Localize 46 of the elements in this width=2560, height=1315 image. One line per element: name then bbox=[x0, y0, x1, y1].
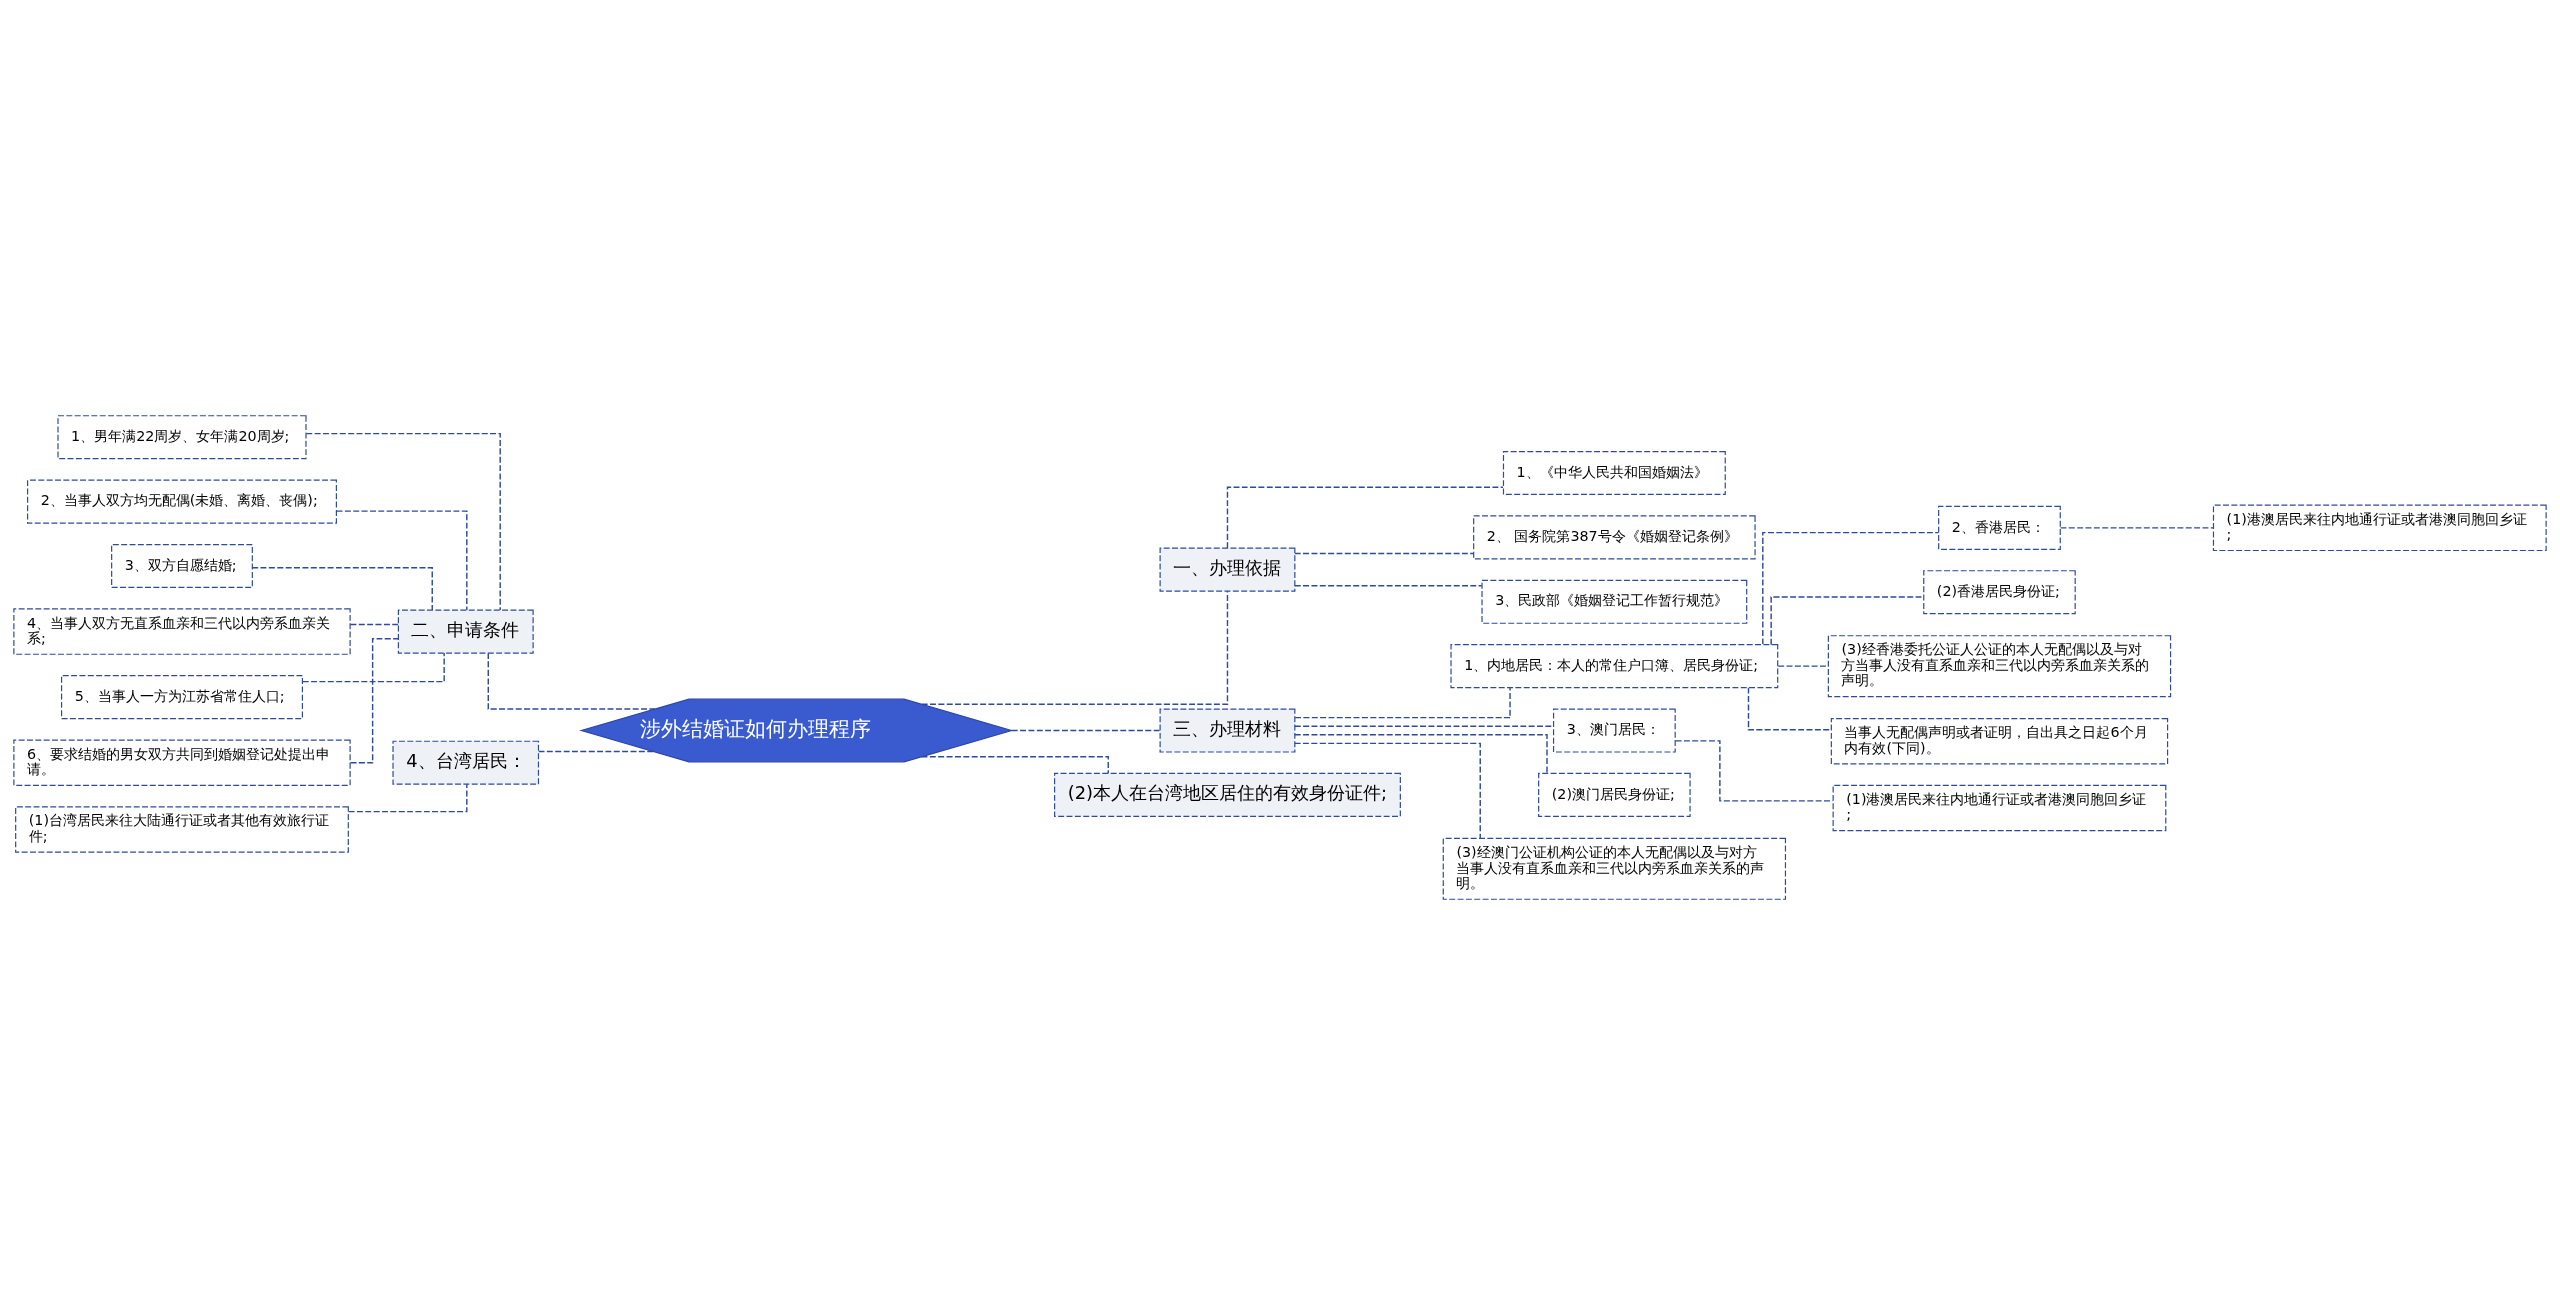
node-box: 当事人无配偶声明或者证明，自出具之日起6个月内有效(下同)。 bbox=[1830, 718, 2169, 765]
node-box: 3、双方自愿结婚; bbox=[111, 543, 253, 589]
node-box: 4、台湾居民： bbox=[392, 740, 540, 785]
node-box: 1、内地居民：本人的常住户口簿、居民身份证; bbox=[1450, 644, 1779, 689]
node-box: (3)经澳门公证机构公证的本人无配偶以及与对方当事人没有直系血亲和三代以内旁系血亲关系的声明。 bbox=[1442, 837, 1787, 900]
node-box: (1)港澳居民来往内地通行证或者港澳同胞回乡证; bbox=[2212, 504, 2547, 552]
connector bbox=[302, 652, 445, 683]
node-box: (3)经香港委托公证人公证的本人无配偶以及与对方当事人没有直系血亲和三代以内旁系血亲关系的声明。 bbox=[1827, 635, 2172, 698]
connector bbox=[1010, 729, 1161, 732]
connector bbox=[920, 756, 1109, 774]
node-box: 3、澳门居民： bbox=[1552, 708, 1676, 753]
connector bbox=[1294, 686, 1511, 719]
connector bbox=[1294, 552, 1475, 555]
connector bbox=[349, 638, 399, 764]
connector bbox=[251, 567, 433, 611]
connector bbox=[921, 590, 1229, 705]
connector bbox=[349, 623, 399, 626]
connector bbox=[1747, 686, 1832, 731]
node-box: (1)港澳居民来往内地通行证或者港澳同胞回乡证; bbox=[1832, 784, 2167, 832]
node-box: 2、香港居民： bbox=[1938, 505, 2061, 550]
connector bbox=[335, 510, 468, 611]
node-box: (2)香港居民身份证; bbox=[1923, 570, 2076, 615]
node-box: 三、办理材料 bbox=[1159, 708, 1296, 753]
connector bbox=[487, 652, 656, 710]
connector bbox=[1674, 740, 1834, 802]
node-box: 1、男年满22周岁、女年满20周岁; bbox=[57, 415, 307, 460]
node-box: 4、当事人双方无直系血亲和三代以内旁系血亲关系; bbox=[13, 608, 351, 655]
node-box: (2)澳门居民身份证; bbox=[1538, 772, 1691, 817]
node-box: 6、要求结婚的男女双方共同到婚姻登记处提出申请。 bbox=[13, 739, 351, 786]
node-box: 2、 国务院第387号令《婚姻登记条例》 bbox=[1473, 515, 1756, 560]
node-box: 1、《中华人民共和国婚姻法》 bbox=[1502, 450, 1726, 496]
node-box: 一、办理依据 bbox=[1159, 547, 1296, 592]
node-box: 5、当事人一方为江苏省常住人口; bbox=[60, 675, 303, 720]
connector bbox=[2059, 527, 2215, 529]
node-box: (1)台湾居民来往大陆通行证或者其他有效旅行证件; bbox=[15, 806, 349, 853]
connector bbox=[1294, 734, 1548, 774]
connector bbox=[1294, 584, 1483, 587]
connector bbox=[1294, 742, 1481, 839]
connector bbox=[538, 750, 654, 753]
node-box: 3、民政部《婚姻登记工作暂行规范》 bbox=[1481, 579, 1748, 624]
node-box: 2、当事人双方均无配偶(未婚、离婚、丧偶); bbox=[27, 479, 337, 524]
node-box: (2)本人在台湾地区居住的有效身份证件; bbox=[1054, 772, 1401, 817]
node-box: 二、申请条件 bbox=[397, 609, 534, 654]
connector bbox=[305, 432, 501, 611]
connector bbox=[1226, 486, 1504, 549]
connector bbox=[1762, 531, 1940, 645]
